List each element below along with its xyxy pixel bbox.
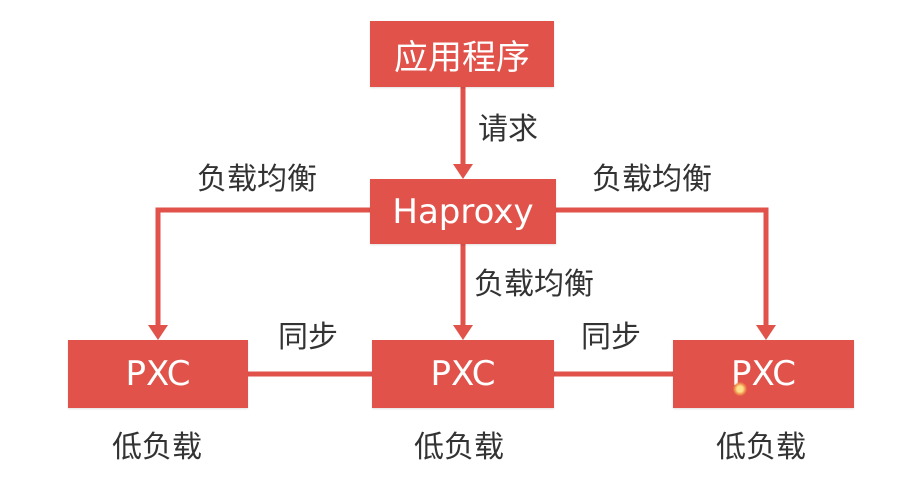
arrow-haproxy-to-pxc-right (556, 207, 769, 330)
node-haproxy: Haproxy (370, 179, 556, 244)
label-lb-mid: 负载均衡 (474, 267, 594, 302)
label-load-left: 低负载 (112, 430, 202, 465)
node-app: 应用程序 (370, 21, 554, 87)
arrow-haproxy-to-pxc-left (155, 207, 370, 330)
label-request: 请求 (478, 112, 538, 147)
node-pxc-mid: PXC (372, 340, 554, 408)
label-lb-right: 负载均衡 (592, 162, 712, 197)
node-pxc-left: PXC (68, 340, 248, 408)
arrowhead-haproxy-to-pxc-mid (453, 325, 473, 340)
arrowhead-app-to-haproxy (453, 164, 473, 179)
label-sync-right: 同步 (581, 320, 641, 355)
pointer-cursor-icon (733, 382, 747, 396)
arrowhead-haproxy-to-pxc-right (756, 325, 776, 340)
label-load-mid: 低负载 (414, 430, 504, 465)
label-lb-left: 负载均衡 (197, 162, 317, 197)
label-sync-left: 同步 (278, 320, 338, 355)
node-pxc-right: PXC (673, 340, 854, 408)
arrowhead-haproxy-to-pxc-left (148, 325, 168, 340)
label-load-right: 低负载 (716, 430, 806, 465)
